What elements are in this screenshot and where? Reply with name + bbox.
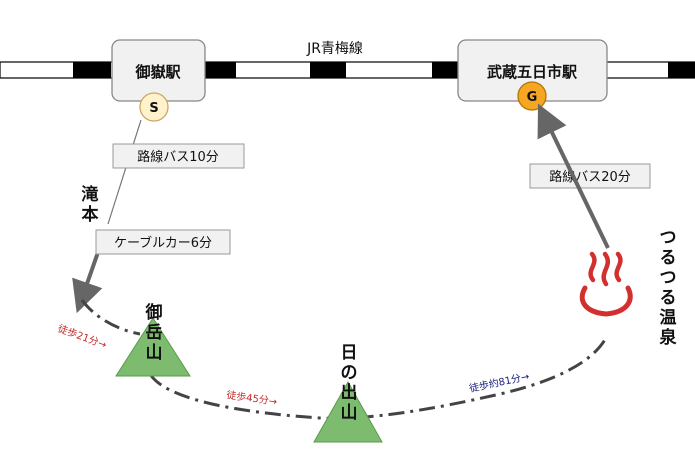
cable-car-box: ケーブルカー6分 <box>95 229 231 255</box>
railway-line-label: JR青梅線 <box>306 41 363 57</box>
mountain-icon <box>313 380 383 443</box>
goal-station-name: 武蔵五日市駅 <box>487 63 578 81</box>
takimoto-label: 滝本 <box>82 184 99 225</box>
mitake-san-label: 御岳山 <box>145 302 163 363</box>
start-marker: S <box>139 92 169 122</box>
bus-to-takimoto-label: 路線バス10分 <box>137 149 219 165</box>
goal-marker-label: G <box>527 90 538 105</box>
walk-to-onsen-label: 徒歩約81分→ <box>468 370 530 395</box>
start-marker-label: S <box>149 101 158 116</box>
bus-route-line <box>107 119 142 225</box>
hinode-yama: 日の出山 <box>313 343 383 443</box>
start-station[interactable]: 御嶽駅 <box>111 39 206 102</box>
onsen-label: つるつる温泉 <box>659 228 678 348</box>
start-station-name: 御嶽駅 <box>134 63 181 81</box>
walk-to-hinodeyama-label: 徒歩45分→ <box>226 388 278 408</box>
mitake-san: 御岳山 <box>115 302 191 377</box>
mountain-icon <box>115 317 191 377</box>
walking-route <box>80 299 609 420</box>
goal-marker: G <box>517 81 547 111</box>
walk-to-mitake-label: 徒歩21分→ <box>56 322 108 352</box>
bus-to-goal-box: 路線バス20分 <box>529 163 651 189</box>
cable-car-label: ケーブルカー6分 <box>114 235 212 251</box>
hinode-yama-label: 日の出山 <box>341 343 358 423</box>
hot-spring-icon <box>579 251 633 317</box>
bus-to-goal-label: 路線バス20分 <box>549 169 631 185</box>
bus-to-takimoto-box: 路線バス10分 <box>112 143 245 169</box>
bus-to-goal-route-line <box>537 103 610 249</box>
